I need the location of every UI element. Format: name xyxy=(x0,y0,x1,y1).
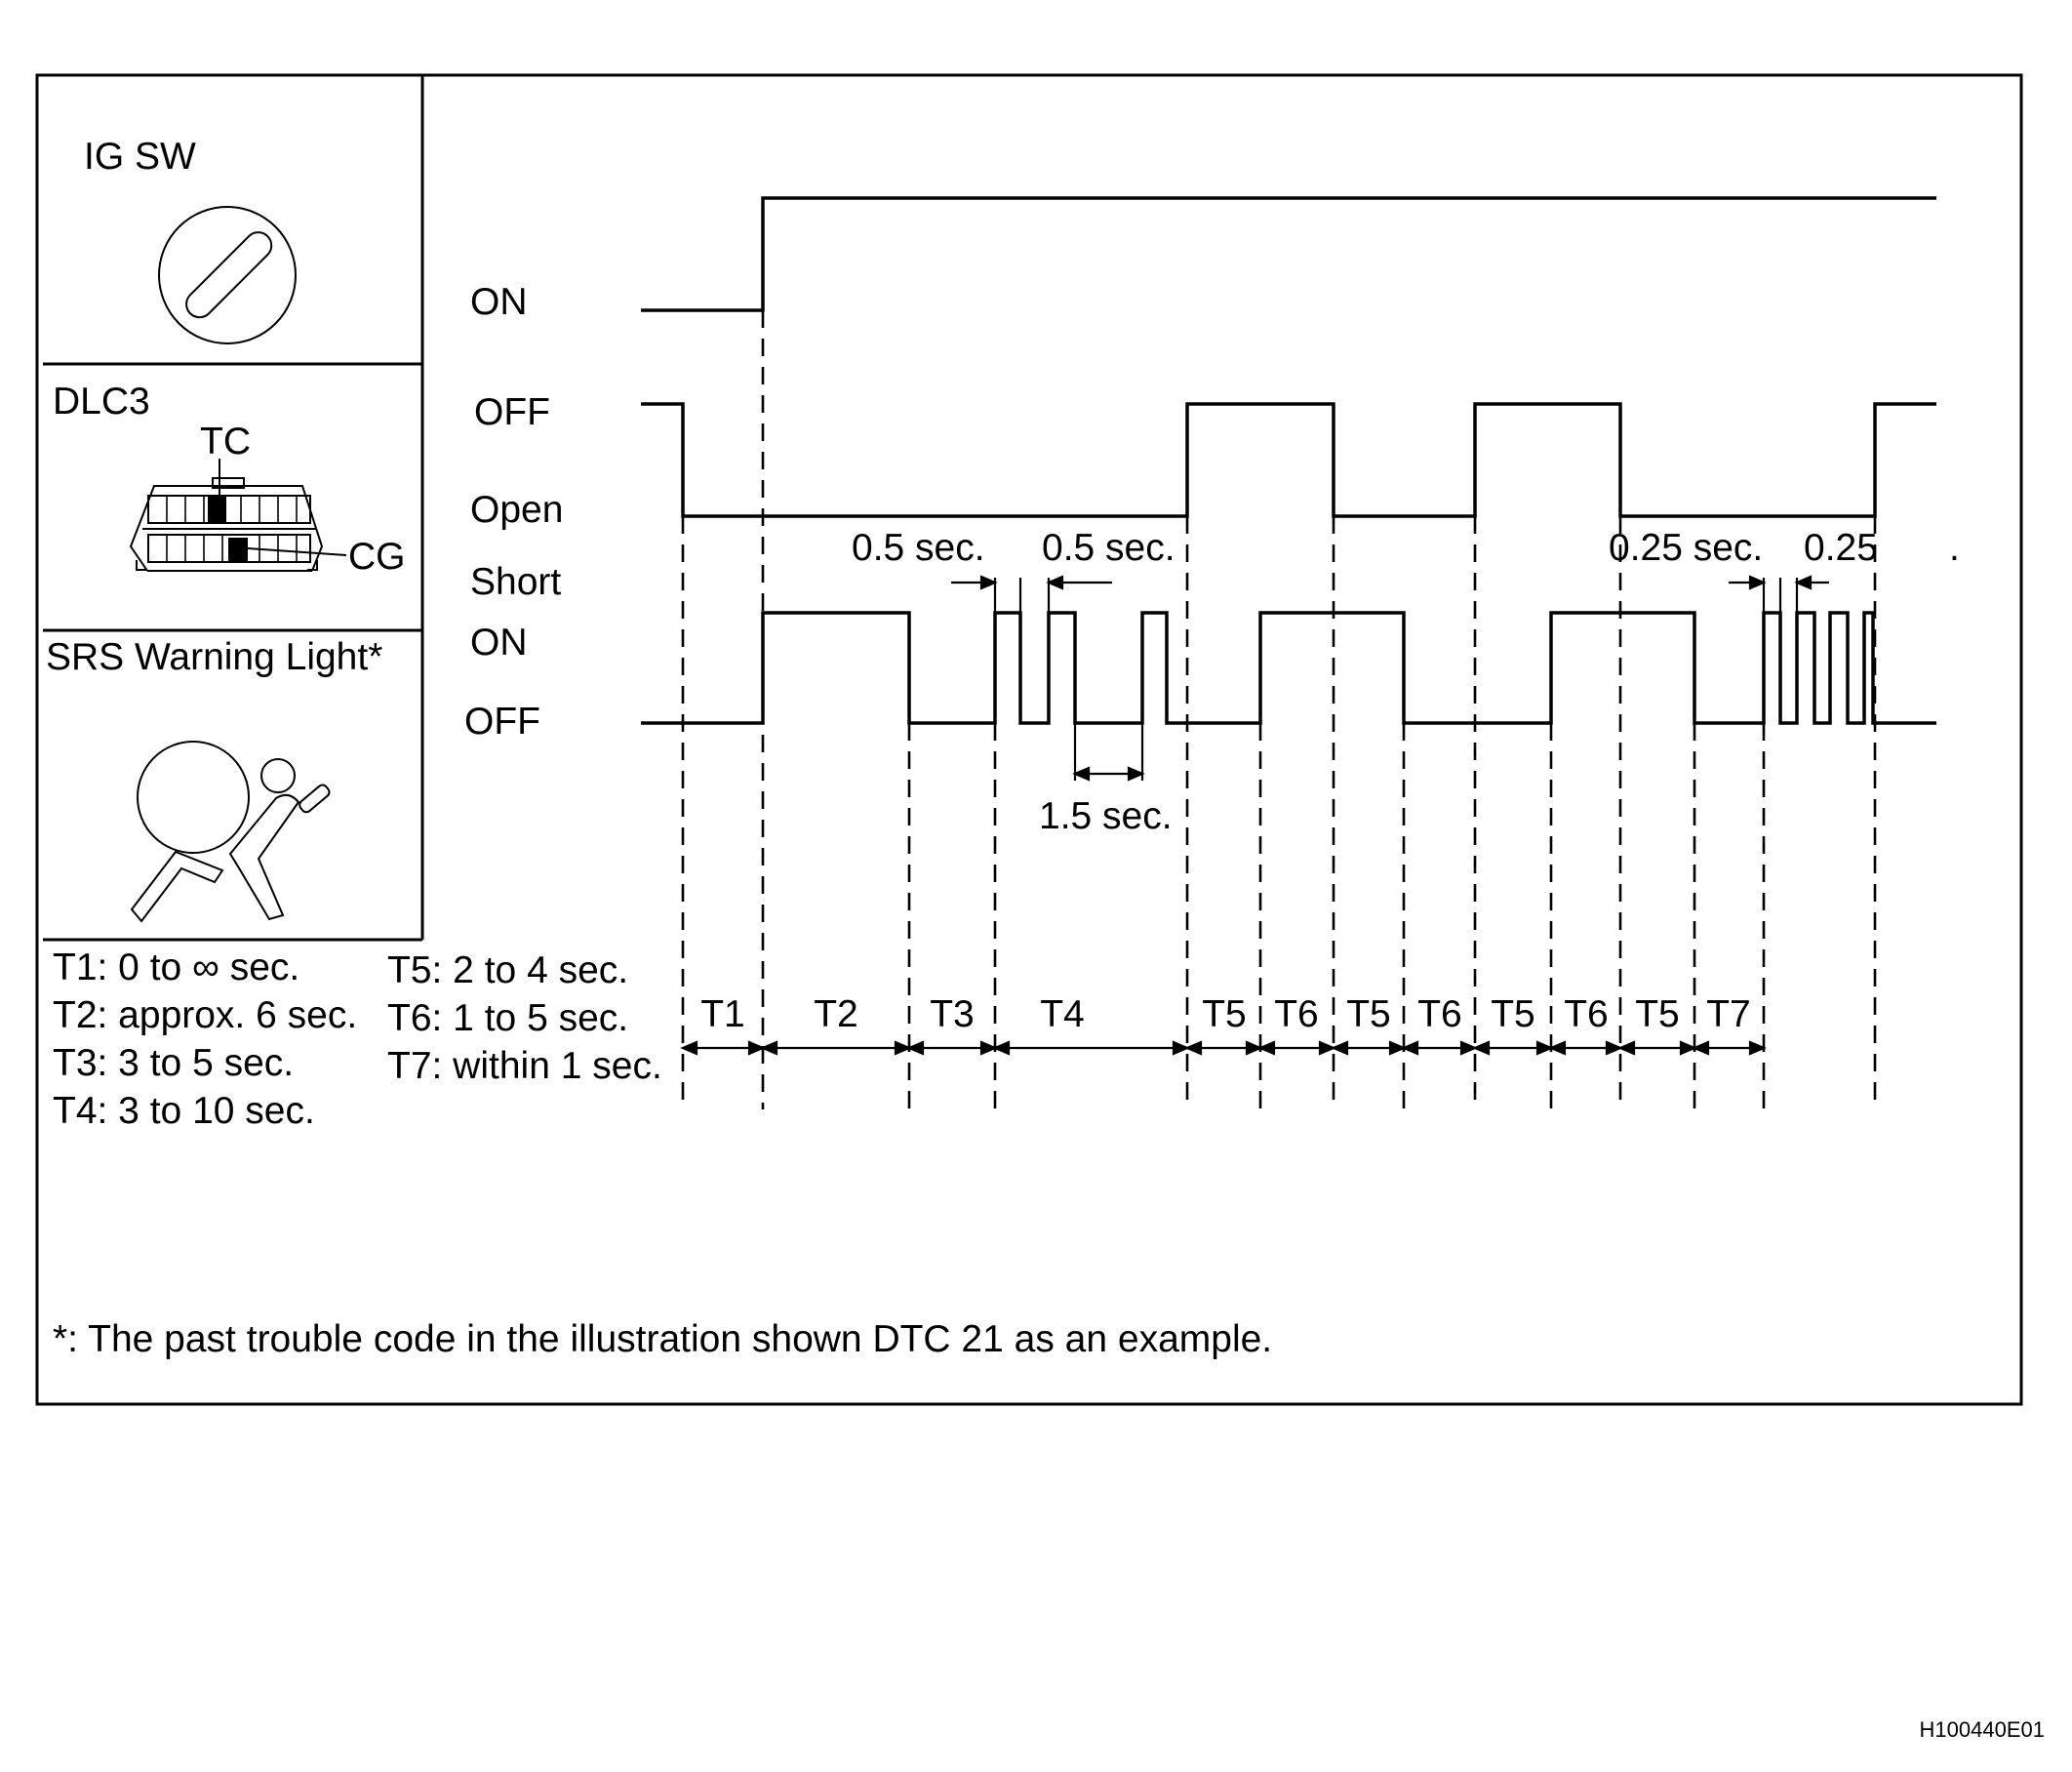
ig-off-label: OFF xyxy=(474,391,550,433)
interval-label-t7: T7 xyxy=(1706,993,1751,1035)
dlc3-label: DLC3 xyxy=(53,381,150,423)
timing-guide-lines xyxy=(681,310,1877,1109)
legend-t2: T2: approx. 6 sec. xyxy=(53,994,357,1036)
interval-label-t1: T1 xyxy=(700,993,745,1035)
legend-t4: T4: 3 to 10 sec. xyxy=(53,1090,315,1132)
quarter-second-label-2: 0.25 xyxy=(1804,527,1878,569)
half-second-markers xyxy=(951,575,1829,782)
srs-warning-light-label: SRS Warning Light* xyxy=(46,636,382,678)
interval-arrows xyxy=(680,1040,1767,1056)
legend-t1: T1: 0 to ∞ sec. xyxy=(53,946,299,988)
half-second-label-1: 0.5 sec. xyxy=(852,527,985,569)
legend-t3: T3: 3 to 5 sec. xyxy=(53,1042,294,1084)
srs-warning-light-waveform xyxy=(641,611,1936,725)
half-second-label-2: 0.5 sec. xyxy=(1042,527,1175,569)
interval-label-t6: T6 xyxy=(1417,993,1462,1035)
legend-t7: T7: within 1 sec. xyxy=(387,1045,662,1087)
light-on-label: ON xyxy=(470,622,528,664)
interval-label-t4: T4 xyxy=(1040,993,1085,1035)
ig-sw-waveform xyxy=(641,196,1936,312)
dlc3-waveform xyxy=(641,402,1936,518)
footnote: *: The past trouble code in the illustra… xyxy=(53,1318,1272,1360)
interval-label-t6: T6 xyxy=(1274,993,1319,1035)
ignition-key-icon xyxy=(158,206,297,344)
interval-label-t5: T5 xyxy=(1346,993,1391,1035)
airbag-icon xyxy=(130,741,331,923)
dlc-open-label: Open xyxy=(470,489,563,531)
outer-frame xyxy=(35,73,2023,1406)
interval-label-t5: T5 xyxy=(1635,993,1680,1035)
cg-terminal-label: CG xyxy=(348,536,406,578)
ig-on-label: ON xyxy=(470,281,528,323)
legend-t6: T6: 1 to 5 sec. xyxy=(387,997,628,1039)
legend-t5: T5: 2 to 4 sec. xyxy=(387,949,628,991)
ig-sw-label: IG SW xyxy=(84,136,196,178)
light-off-label: OFF xyxy=(464,701,540,743)
interval-label-t2: T2 xyxy=(814,993,858,1035)
dlc-short-label: Short xyxy=(470,561,561,603)
quarter-second-label-1: 0.25 sec. xyxy=(1609,527,1763,569)
interval-label-t5: T5 xyxy=(1491,993,1535,1035)
interval-label-t5: T5 xyxy=(1202,993,1247,1035)
dlc3-connector-icon xyxy=(129,459,347,572)
one-point-five-second-label: 1.5 sec. xyxy=(1039,795,1173,837)
stray-dot: . xyxy=(1949,527,1960,569)
tc-terminal-label: TC xyxy=(200,421,251,463)
figure-id: H100440E01 xyxy=(1920,1717,2045,1742)
interval-label-t3: T3 xyxy=(930,993,975,1035)
interval-label-t6: T6 xyxy=(1564,993,1609,1035)
